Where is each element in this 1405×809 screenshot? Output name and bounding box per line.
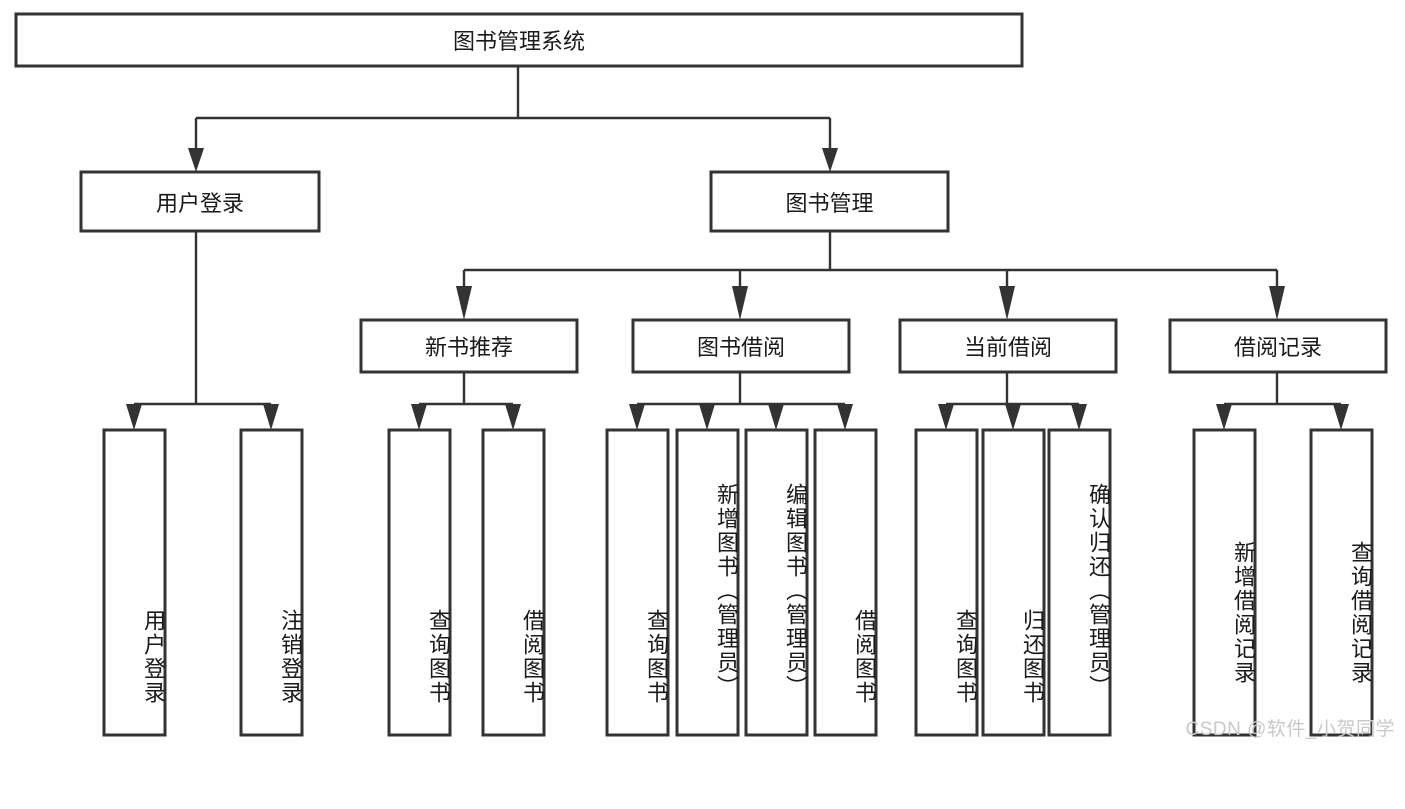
- arrow-head-book-borrow: [732, 286, 748, 320]
- arrow-head-user-login: [188, 148, 204, 172]
- watermark: CSDN @软件_小贺同学: [1185, 719, 1395, 740]
- arrow-head-leaf-confirm-return: [1071, 404, 1087, 430]
- node-box-leaf-logout[interactable]: [239, 428, 304, 737]
- connector-group-borrow-record: [1216, 372, 1349, 430]
- arrow-head-leaf-add-record: [1216, 404, 1232, 430]
- arrow-head-book-management: [822, 148, 838, 172]
- node-box-book-management[interactable]: [709, 170, 950, 233]
- arrow-head-leaf-query-book-2: [629, 404, 645, 430]
- node-box-leaf-edit-book[interactable]: [744, 428, 809, 737]
- arrow-head-current-borrow: [999, 286, 1015, 320]
- diagram-canvas: 图书管理系统 用户登录 图书管理 新书推荐 图书借阅 当前借阅 借阅记录 用户登…: [14, 12, 1395, 740]
- node-box-new-book-recommend[interactable]: [359, 318, 579, 374]
- node-box-leaf-query-record[interactable]: [1309, 428, 1374, 737]
- node-box-leaf-query-book-1[interactable]: [387, 428, 452, 737]
- node-box-leaf-user-login[interactable]: [102, 428, 167, 737]
- node-box-leaf-query-book-3[interactable]: [914, 428, 979, 737]
- arrow-head-leaf-query-book-3: [938, 404, 954, 430]
- arrow-head-leaf-edit-book: [768, 404, 784, 430]
- arrow-head-borrow-record: [1269, 286, 1285, 320]
- arrow-head-leaf-add-book: [699, 404, 715, 430]
- node-box-leaf-return-book[interactable]: [981, 428, 1046, 737]
- arrow-head-leaf-return-book: [1005, 404, 1021, 430]
- node-box-leaf-add-book[interactable]: [675, 428, 740, 737]
- arrow-head-leaf-query-record: [1333, 404, 1349, 430]
- arrow-head-new-book-recommend: [456, 286, 472, 320]
- arrow-head-leaf-user-login: [126, 404, 142, 430]
- connector-group-root: [188, 66, 838, 172]
- node-box-leaf-add-record[interactable]: [1192, 428, 1257, 737]
- node-box-current-borrow[interactable]: [898, 318, 1118, 374]
- connector-group-book-management: [456, 231, 1285, 320]
- node-box-borrow-record[interactable]: [1168, 318, 1388, 374]
- connector-group-new-book-recommend: [411, 372, 521, 430]
- node-box-leaf-borrow-book-1[interactable]: [481, 428, 546, 737]
- connector-group-current-borrow: [938, 372, 1087, 430]
- node-box-leaf-confirm-return[interactable]: [1047, 428, 1112, 737]
- node-box-leaf-borrow-book-2[interactable]: [813, 428, 878, 737]
- arrow-head-leaf-borrow-book-2: [837, 404, 853, 430]
- connector-group-book-borrow: [629, 372, 853, 430]
- node-box-root[interactable]: [14, 12, 1024, 68]
- flowchart-svg: [14, 12, 1388, 737]
- connector-group-user-login: [126, 231, 279, 430]
- node-box-user-login[interactable]: [79, 170, 321, 233]
- node-box-leaf-query-book-2[interactable]: [605, 428, 670, 737]
- node-box-book-borrow[interactable]: [631, 318, 851, 374]
- arrow-head-leaf-logout: [263, 404, 279, 430]
- arrow-head-leaf-query-book-1: [411, 404, 427, 430]
- arrow-head-leaf-borrow-book-1: [505, 404, 521, 430]
